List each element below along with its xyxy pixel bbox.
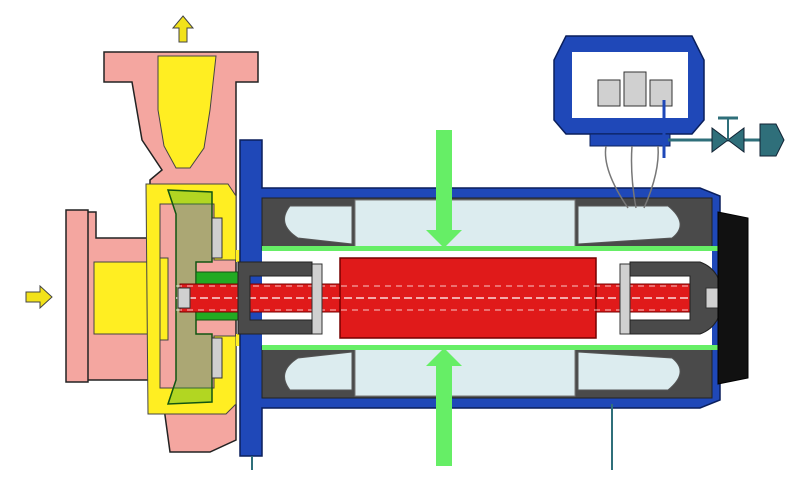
rear-end-cap [717,211,749,385]
rear-shaft-nut [705,287,719,309]
terminal-block-1 [597,79,621,107]
cable-2 [630,145,637,209]
wear-ring-bottom [211,337,223,379]
inlet-flange [65,209,89,383]
can-bottom [262,345,718,350]
terminal-block-2 [623,71,647,107]
coil-end-right-top [577,205,681,245]
rear-bearing [619,263,631,335]
arrow-icon [426,348,462,466]
stator-winding-top [354,199,576,249]
front-bearing-housing [237,261,313,335]
terminal-box-neck [589,133,671,147]
valve-icon [668,116,785,157]
terminal-box [553,35,705,209]
cable-1 [604,145,629,209]
discharge-fluid [157,55,217,169]
front-shaft-nut [177,287,191,309]
coil-end-left-bottom [284,351,353,391]
front-bearing [311,263,323,335]
can-top [262,246,718,251]
coil-end-right-bottom [577,351,681,391]
wear-ring-top [211,217,223,259]
arrow-up-icon [171,15,195,43]
support-legs [251,404,613,470]
flow-arrows [25,15,195,310]
stator-winding-bottom [354,347,576,397]
pressure-gauge [759,123,785,157]
terminal-block-3 [649,79,673,107]
cable-3 [643,145,659,209]
arrow-icon [426,130,462,248]
volute-fluid [145,183,237,415]
stator-can [262,246,718,350]
magnetic-field-arrows [426,130,462,466]
coil-end-left-top [284,205,353,245]
arrow-right-icon [25,284,53,310]
rotor-assembly [176,257,724,339]
